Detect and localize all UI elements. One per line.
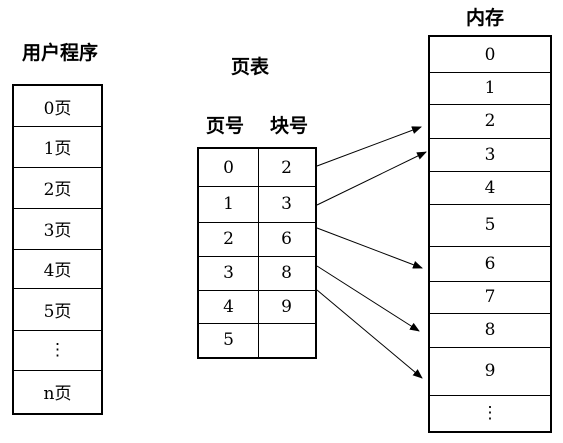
- block-number-header: 块号: [270, 115, 309, 137]
- page-table-block-cell: 3: [281, 194, 292, 214]
- page-table: 0 2 1 3 2 6 3 8 4 9 5: [197, 147, 317, 359]
- program-page-cell: n页: [43, 384, 72, 404]
- memory-block-cell: 2: [484, 111, 496, 131]
- row-divider: [14, 288, 101, 289]
- mapping-arrow-page0-block2: [316, 126, 422, 167]
- row-divider: [430, 104, 550, 105]
- row-divider: [430, 171, 550, 172]
- row-divider: [199, 186, 315, 187]
- memory-block-cell: 5: [484, 215, 496, 235]
- page-table-page-cell: 0: [223, 157, 234, 178]
- row-divider: [14, 249, 101, 250]
- page-table-page-cell: 5: [223, 330, 234, 350]
- page-table-block-cell: 2: [281, 157, 292, 178]
- row-divider: [14, 208, 101, 209]
- memory-block-cell: 6: [484, 253, 496, 274]
- row-divider: [430, 204, 550, 205]
- user-program-table: 0页 1页 2页 3页 4页 5页 ⋮ n页: [12, 84, 103, 415]
- row-divider: [430, 72, 550, 73]
- memory-block-cell: 3: [484, 144, 496, 165]
- memory-block-cell: 1: [484, 78, 496, 98]
- program-page-cell: 5页: [43, 301, 72, 322]
- page-table-title: 页表: [231, 56, 270, 78]
- memory-block-cell: 8: [484, 320, 496, 340]
- row-divider: [14, 126, 101, 127]
- program-page-cell: 0页: [43, 98, 72, 119]
- page-table-block-cell: 6: [281, 229, 292, 249]
- row-divider: [430, 246, 550, 247]
- memory-block-cell: 9: [484, 361, 496, 381]
- page-number-header: 页号: [206, 115, 245, 137]
- mapping-arrow-page3-block8: [316, 265, 420, 332]
- row-divider: [199, 323, 315, 324]
- memory-block-cell: 4: [484, 177, 496, 198]
- row-divider: [199, 222, 315, 223]
- memory-title: 内存: [466, 7, 505, 29]
- page-table-page-cell: 1: [223, 194, 234, 214]
- mapping-arrow-page4-block9: [316, 289, 423, 379]
- memory-table: 0 1 2 3 4 5 6 7 8 9 ⋮: [428, 35, 552, 433]
- page-table-block-cell: 9: [281, 296, 292, 317]
- row-divider: [199, 290, 315, 291]
- memory-block-cell: 0: [484, 44, 496, 65]
- mapping-arrow-page1-block3: [316, 151, 427, 206]
- program-page-cell: 3页: [43, 221, 72, 241]
- program-page-cell: 1页: [43, 139, 72, 159]
- page-table-page-cell: 2: [223, 229, 234, 249]
- page-table-block-cell: 8: [281, 263, 292, 283]
- row-divider: [430, 347, 550, 348]
- column-divider: [258, 149, 259, 357]
- row-divider: [430, 281, 550, 282]
- program-page-cell: 4页: [43, 261, 72, 281]
- page-table-page-cell: 3: [223, 263, 234, 283]
- program-page-cell: 2页: [43, 180, 72, 200]
- row-divider: [199, 256, 315, 257]
- mapping-arrow-page2-block6: [316, 227, 423, 269]
- row-divider: [430, 395, 550, 396]
- memory-block-cell: ⋮: [481, 403, 499, 423]
- user-program-title: 用户程序: [22, 42, 99, 64]
- row-divider: [14, 370, 101, 371]
- page-table-page-cell: 4: [223, 296, 234, 317]
- memory-block-cell: 7: [484, 287, 496, 307]
- row-divider: [14, 167, 101, 168]
- program-page-cell: ⋮: [49, 340, 66, 360]
- row-divider: [430, 138, 550, 139]
- row-divider: [14, 330, 101, 331]
- row-divider: [430, 313, 550, 314]
